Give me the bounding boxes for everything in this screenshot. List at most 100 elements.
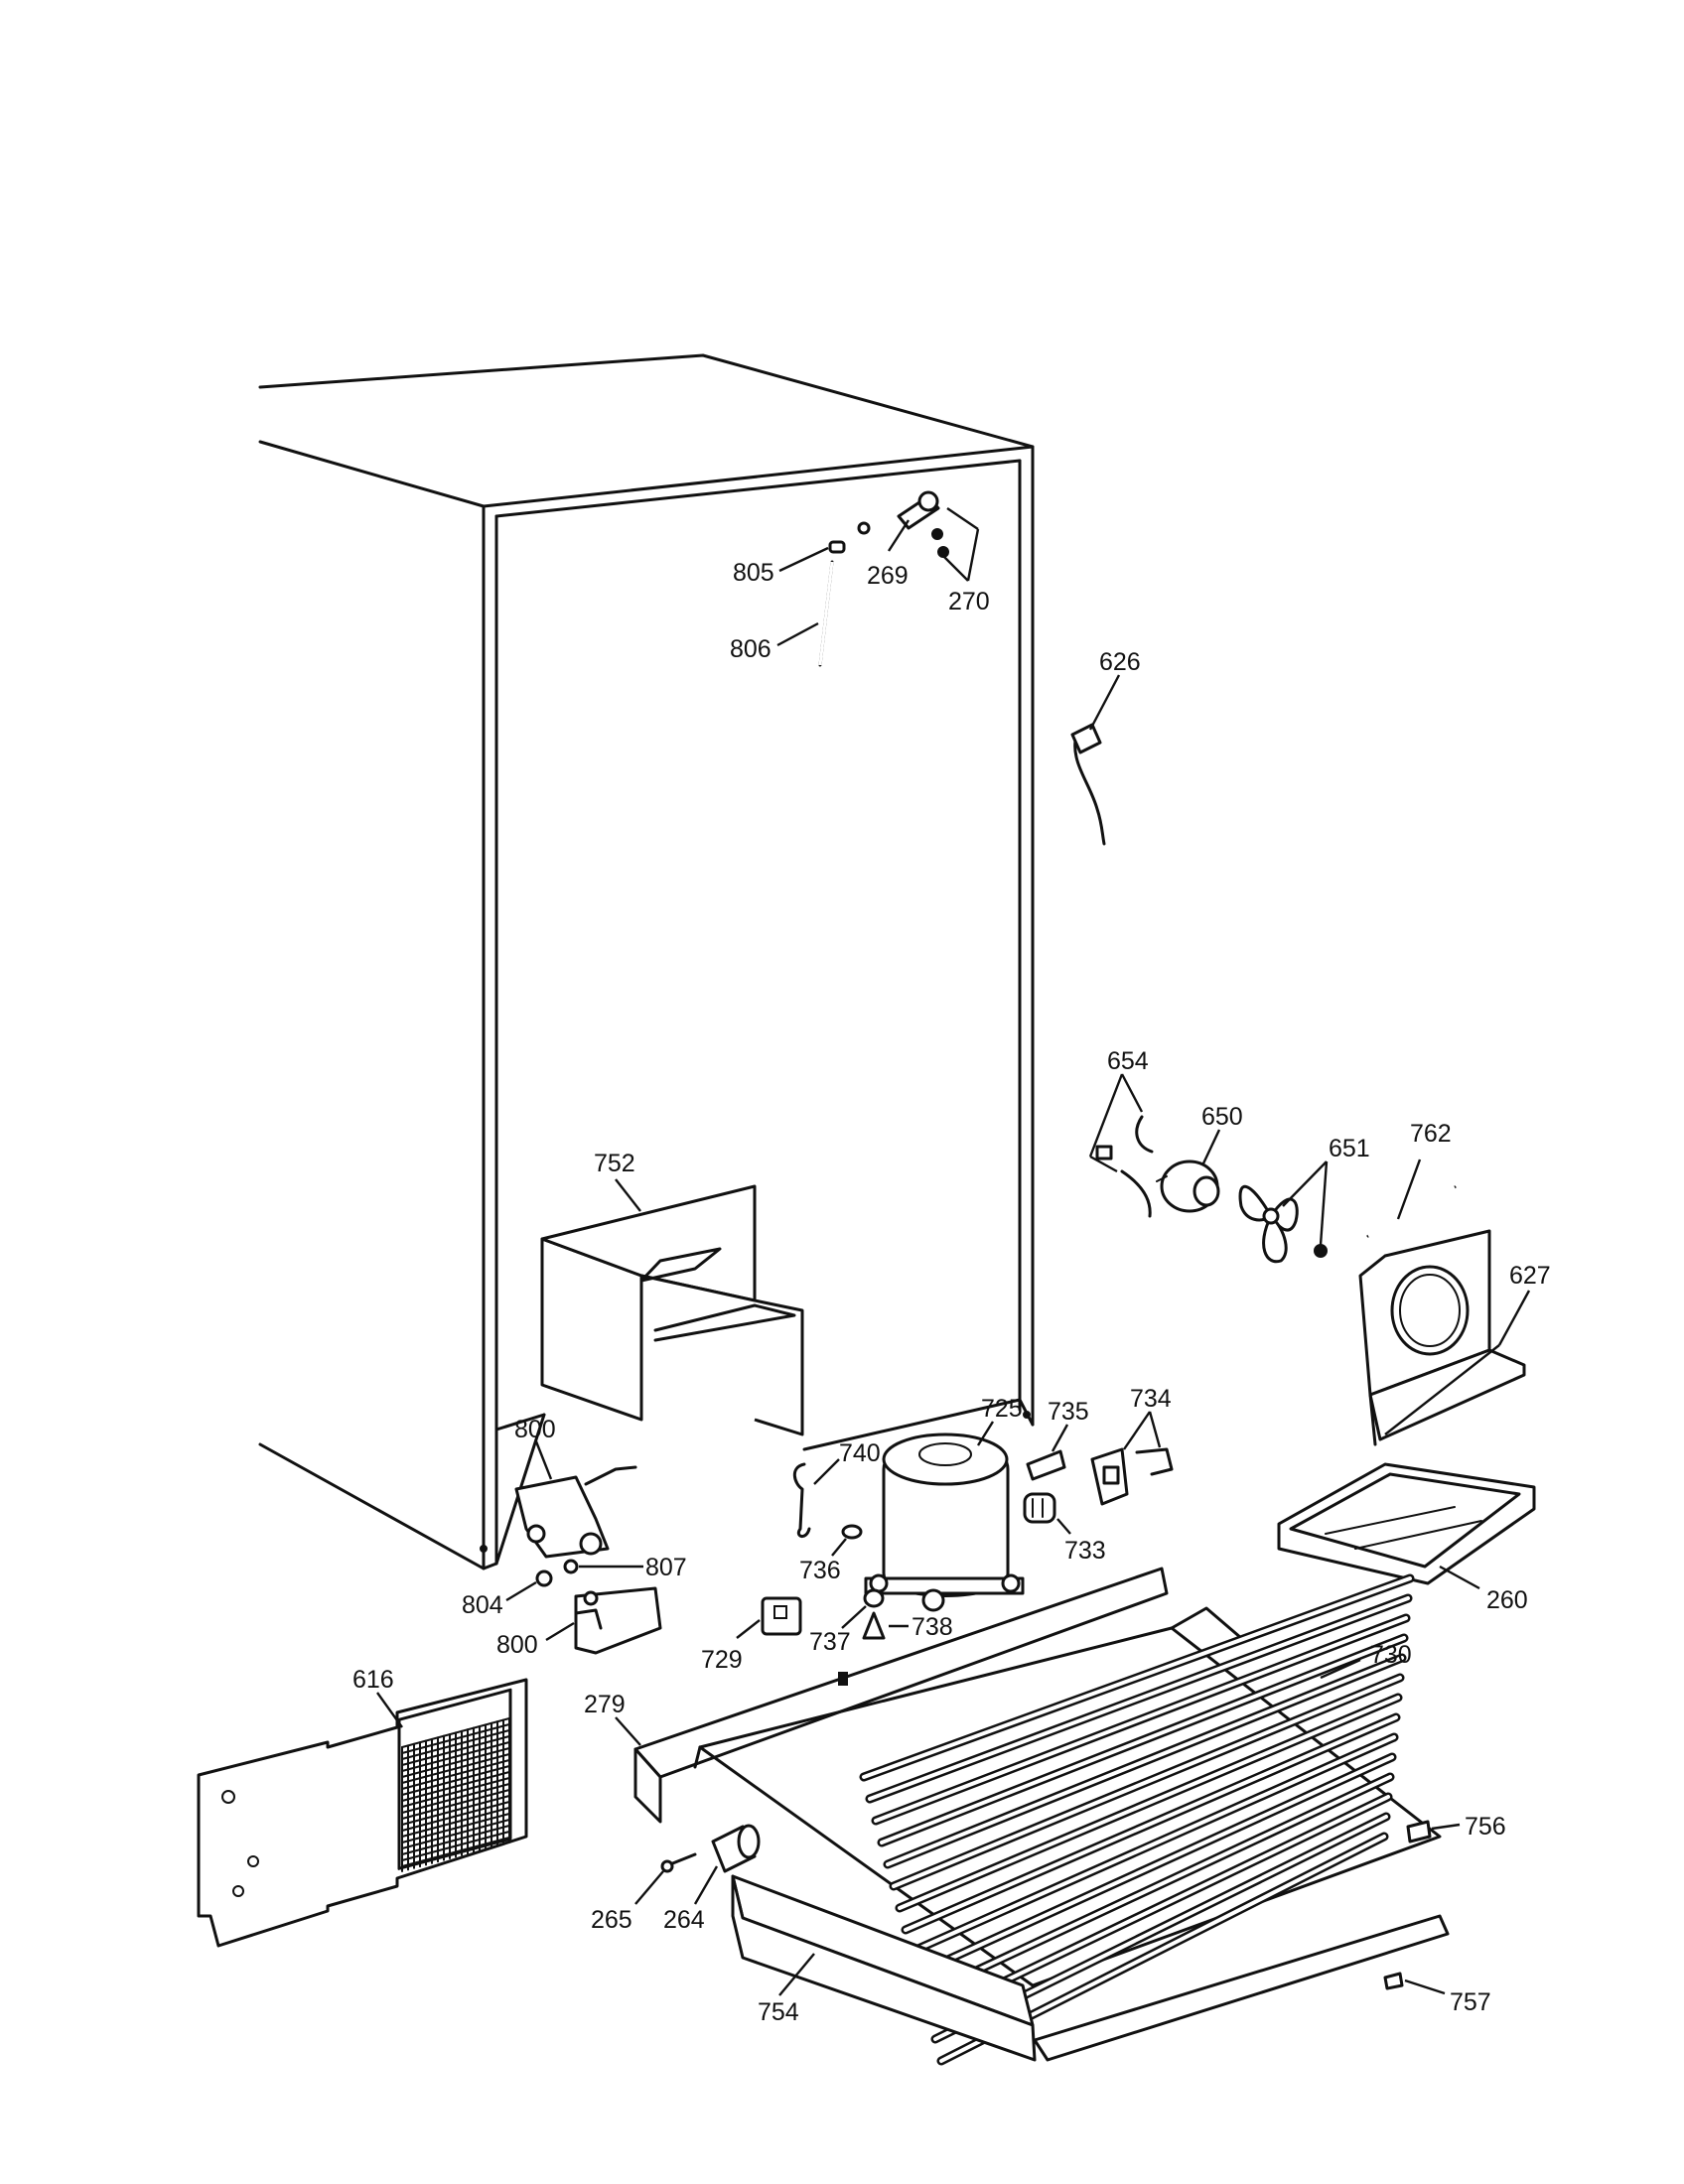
grille-mesh-line bbox=[401, 1831, 510, 1861]
condenser-coil-tube bbox=[910, 1735, 1396, 1954]
condenser-coil-tube bbox=[898, 1696, 1400, 1910]
capacitor-part-729 bbox=[736, 1596, 802, 1639]
grille-mesh-line bbox=[401, 1729, 510, 1760]
grommet-part-737 bbox=[841, 1588, 885, 1629]
drain-pan-part-260 bbox=[1277, 1462, 1536, 1590]
compressor-part-725 bbox=[864, 1421, 1025, 1612]
callout-729: 729 bbox=[701, 1646, 743, 1674]
callout-264: 264 bbox=[663, 1906, 705, 1934]
grille-mesh-line bbox=[401, 1795, 510, 1826]
grille-mesh-line bbox=[401, 1765, 510, 1796]
condenser-coil-tube bbox=[880, 1636, 1406, 1844]
callout-800-lower: 800 bbox=[496, 1631, 538, 1659]
screws-part-270 bbox=[931, 507, 980, 582]
grommet-part-736 bbox=[831, 1524, 863, 1557]
clip-part-740 bbox=[792, 1458, 840, 1538]
overload-part-733 bbox=[1023, 1492, 1071, 1535]
grille-mesh-line bbox=[401, 1825, 510, 1855]
callout-800-upper: 800 bbox=[514, 1416, 556, 1443]
grille-mesh-line bbox=[401, 1759, 510, 1790]
water-line-bracket-part-269 bbox=[857, 490, 940, 552]
condenser-coil-tube bbox=[874, 1616, 1408, 1823]
callout-804: 804 bbox=[462, 1591, 503, 1619]
screw-part-756 bbox=[1406, 1820, 1461, 1843]
grille-mesh-line bbox=[401, 1801, 510, 1832]
callout-279: 279 bbox=[584, 1691, 626, 1718]
callout-757: 757 bbox=[1450, 1988, 1491, 2016]
callout-736: 736 bbox=[799, 1557, 841, 1584]
callout-806: 806 bbox=[730, 635, 772, 663]
water-fitting-part-805 bbox=[778, 540, 846, 573]
sleeve-part-738 bbox=[862, 1611, 909, 1640]
water-tube-part-806 bbox=[776, 560, 834, 667]
compressor-cover-part-752 bbox=[540, 1178, 804, 1436]
water-valve-part-800-lower bbox=[545, 1586, 662, 1655]
condenser-coil-tube bbox=[862, 1576, 1412, 1779]
relay-overload-part-734 bbox=[1090, 1411, 1174, 1506]
callout-616: 616 bbox=[352, 1666, 394, 1694]
callout-730: 730 bbox=[1370, 1641, 1412, 1669]
callout-725: 725 bbox=[981, 1395, 1023, 1423]
grille-mesh-line bbox=[401, 1753, 510, 1784]
condenser-coil-tube bbox=[868, 1596, 1410, 1801]
fan-motor-clips-part-654 bbox=[1088, 1073, 1154, 1218]
roller-part-264 bbox=[693, 1824, 761, 1905]
callout-762: 762 bbox=[1410, 1120, 1452, 1148]
callout-270: 270 bbox=[948, 588, 990, 615]
callout-labels: 805 269 270 806 626 654 650 651 762 752 … bbox=[352, 559, 1551, 2026]
callout-733: 733 bbox=[1064, 1537, 1106, 1565]
grille-mesh-line bbox=[401, 1789, 510, 1820]
grille-mesh-line bbox=[401, 1771, 510, 1802]
fan-motor-part-650 bbox=[1156, 1129, 1221, 1213]
callout-738: 738 bbox=[912, 1613, 953, 1641]
access-cover-part-616 bbox=[197, 1678, 528, 1948]
callout-651: 651 bbox=[1329, 1135, 1370, 1162]
callout-260: 260 bbox=[1486, 1586, 1528, 1614]
grille-mesh-line bbox=[401, 1777, 510, 1808]
grille-mesh-line bbox=[401, 1747, 510, 1778]
grille-mesh bbox=[401, 1716, 510, 1872]
grille-mesh-line bbox=[401, 1813, 510, 1843]
refrigerator-cabinet bbox=[258, 353, 1035, 1570]
grille-mesh-line bbox=[401, 1819, 510, 1849]
grille-mesh-line bbox=[401, 1735, 510, 1766]
callout-265: 265 bbox=[591, 1906, 632, 1934]
callout-269: 269 bbox=[867, 562, 909, 590]
grille-mesh-line bbox=[401, 1837, 510, 1867]
screw-part-265 bbox=[634, 1852, 697, 1905]
callout-627: 627 bbox=[1509, 1262, 1551, 1290]
callout-752: 752 bbox=[594, 1150, 635, 1177]
washer-part-804 bbox=[505, 1570, 553, 1602]
power-cord-part-626 bbox=[1070, 674, 1121, 846]
water-valve-part-800-upper bbox=[514, 1440, 637, 1559]
grille-mesh-line bbox=[401, 1783, 510, 1814]
grille-mesh-line bbox=[401, 1723, 510, 1754]
condenser-fan-bracket-part-627 bbox=[1358, 1229, 1531, 1446]
condenser-coil-tube bbox=[886, 1656, 1404, 1866]
callout-626: 626 bbox=[1099, 648, 1141, 676]
callout-740: 740 bbox=[839, 1439, 881, 1467]
condenser-coil-leader bbox=[1320, 1658, 1361, 1680]
callout-650: 650 bbox=[1201, 1103, 1243, 1131]
callout-734: 734 bbox=[1130, 1385, 1172, 1413]
grille-mesh-line bbox=[401, 1807, 510, 1838]
callout-805: 805 bbox=[733, 559, 774, 587]
screw-part-807 bbox=[563, 1559, 643, 1574]
condenser-coil-tube bbox=[892, 1676, 1402, 1888]
terminal-cover-part-735 bbox=[1026, 1424, 1069, 1481]
callout-654: 654 bbox=[1107, 1047, 1149, 1075]
callout-756: 756 bbox=[1465, 1813, 1506, 1841]
callout-737: 737 bbox=[809, 1628, 851, 1656]
condenser-coil-tube bbox=[904, 1715, 1398, 1932]
callout-807: 807 bbox=[645, 1554, 687, 1581]
grille-mesh-line bbox=[401, 1741, 510, 1772]
callout-754: 754 bbox=[758, 1998, 799, 2026]
gasket-strip-part-762 bbox=[1366, 1159, 1457, 1238]
base-plate-part-754 bbox=[731, 1874, 1450, 2062]
callout-735: 735 bbox=[1048, 1398, 1089, 1426]
grille-mesh-line bbox=[401, 1717, 510, 1748]
fan-blade-part-651 bbox=[1238, 1160, 1329, 1264]
screw-part-757 bbox=[1383, 1972, 1446, 1995]
condenser-coil-tube bbox=[921, 1775, 1392, 1997]
